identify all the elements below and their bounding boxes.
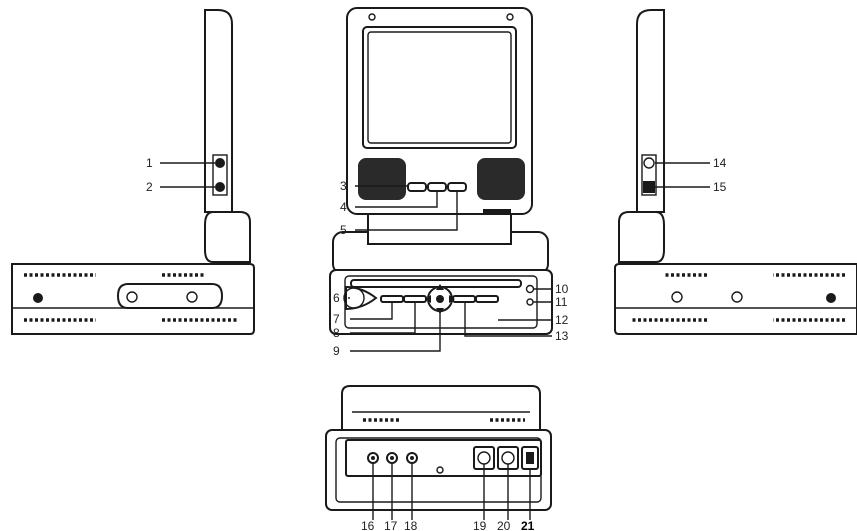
control-button-7: [380, 295, 404, 303]
callout-10: 10: [555, 282, 569, 296]
disc-slot: [350, 279, 522, 288]
callout-13: 13: [555, 329, 569, 343]
callout-2: 2: [146, 180, 153, 194]
callout-16: 16: [361, 519, 375, 531]
callout-15: 15: [713, 180, 727, 194]
left-speaker-grille: [358, 158, 406, 200]
callout-labels: 1 2 3 4 5 6 7 8 9 10 11 12 13 14 15 16 1…: [146, 156, 727, 531]
callout-14: 14: [713, 156, 727, 170]
callout-6: 6: [333, 291, 340, 305]
right-side-view: [614, 9, 857, 335]
callout-17: 17: [384, 519, 398, 531]
callout-1: 1: [146, 156, 153, 170]
callout-3: 3: [340, 179, 347, 193]
callout-4: 4: [340, 200, 347, 214]
front-view: [329, 7, 553, 335]
callout-5: 5: [340, 223, 347, 237]
monitor-button-right: [447, 182, 467, 192]
callout-18: 18: [404, 519, 418, 531]
left-side-view: [11, 9, 255, 335]
control-button-13: [475, 295, 499, 303]
callout-19: 19: [473, 519, 487, 531]
leader-lines: [160, 162, 710, 520]
callout-20: 20: [497, 519, 511, 531]
callout-12: 12: [555, 313, 569, 327]
callout-7: 7: [333, 312, 340, 326]
callout-9: 9: [333, 344, 340, 358]
control-button-8: [403, 295, 427, 303]
rear-view: [325, 385, 552, 511]
callout-8: 8: [333, 326, 340, 340]
callout-11: 11: [555, 295, 568, 309]
control-button-12: [452, 295, 476, 303]
lcd-screen: [362, 26, 517, 149]
monitor-button-middle: [427, 182, 447, 192]
monitor-button-left: [407, 182, 427, 192]
callout-21: 21: [521, 519, 535, 531]
right-speaker-grille: [477, 158, 525, 200]
